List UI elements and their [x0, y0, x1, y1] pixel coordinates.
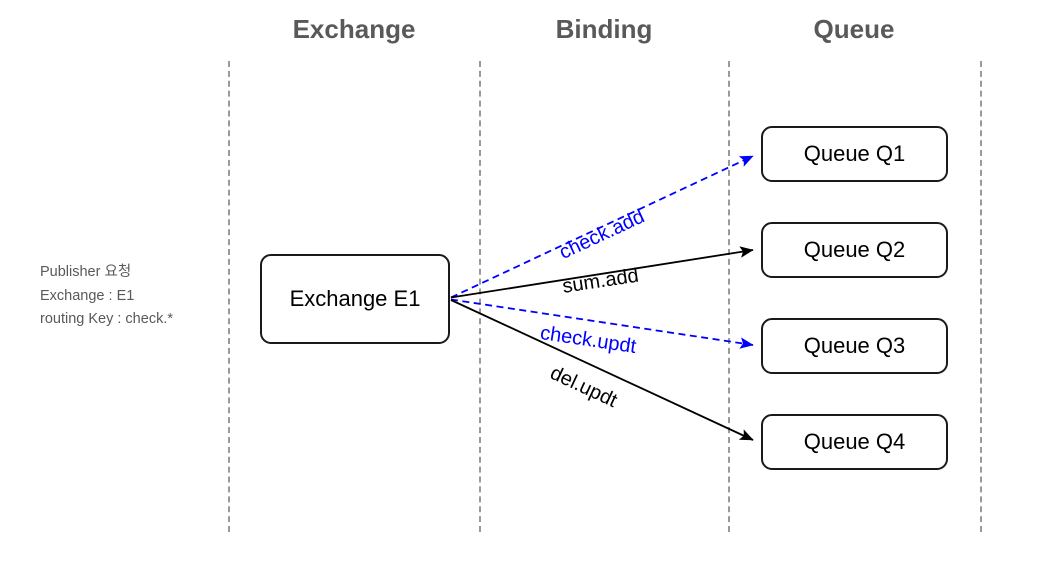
- publisher-note-line-3: routing Key : check.*: [40, 311, 173, 327]
- binding-edge-check-updt: [450, 298, 754, 349]
- binding-edge-sum-add: [450, 246, 754, 299]
- lane-divider-4: [980, 61, 982, 532]
- publisher-note-line-1: Publisher 요청: [40, 264, 132, 280]
- publisher-note: Publisher 요청 Exchange : E1 routing Key :…: [40, 261, 173, 332]
- column-header-exchange: Exchange: [292, 14, 416, 44]
- node-queue-q1[interactable]: Queue Q1: [761, 126, 948, 182]
- binding-edge-del-updt: [450, 299, 754, 441]
- column-header-queue: Queue: [813, 14, 895, 44]
- node-exchange-e1[interactable]: Exchange E1: [260, 254, 450, 344]
- column-header-binding: Binding: [555, 14, 653, 44]
- lane-divider-3: [728, 61, 730, 532]
- node-queue-q4[interactable]: Queue Q4: [761, 414, 948, 470]
- lane-divider-1: [228, 61, 230, 532]
- node-queue-q3[interactable]: Queue Q3: [761, 318, 948, 374]
- node-queue-q2[interactable]: Queue Q2: [761, 222, 948, 278]
- publisher-note-line-2: Exchange : E1: [40, 287, 135, 304]
- binding-edge-check-add: [450, 155, 754, 299]
- lane-divider-2: [479, 61, 481, 532]
